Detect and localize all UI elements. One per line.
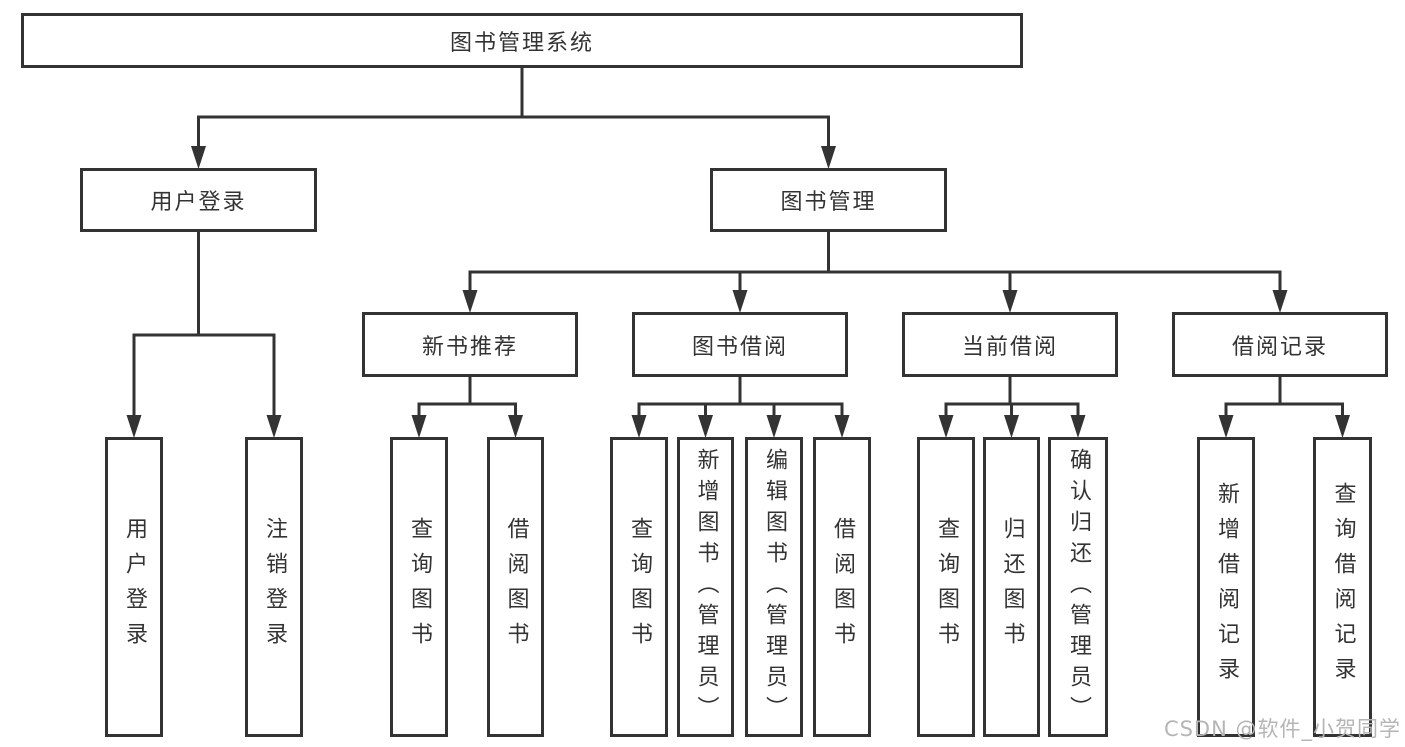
node-bb-borrow: 借阅图书 [813, 437, 871, 737]
arrowhead-icon [1218, 415, 1234, 438]
node-label: 新增借阅记录 [1214, 482, 1239, 692]
node-nbr-query: 查询图书 [390, 437, 448, 737]
node-label: 新增图书（管理员） [693, 447, 719, 727]
node-nbr-borrow: 借阅图书 [487, 437, 544, 737]
arrowhead-icon [1335, 415, 1350, 438]
node-bb-query: 查询图书 [610, 437, 668, 737]
node-label: 确认归还（管理员） [1066, 447, 1091, 727]
arrowhead-icon [1004, 415, 1019, 438]
node-label: 编辑图书（管理员） [762, 447, 787, 727]
node-leaf-user-login: 用户登录 [105, 437, 163, 737]
node-br-query: 查询借阅记录 [1313, 437, 1372, 737]
node-cb-confirm: 确认归还（管理员） [1048, 437, 1108, 737]
arrowhead-icon [126, 415, 142, 438]
node-label: 图书管理 [780, 190, 877, 215]
arrowhead-icon [1272, 290, 1288, 313]
node-label: 借阅图书 [830, 517, 855, 657]
arrowhead-icon [834, 415, 850, 438]
node-label: 查询图书 [934, 517, 959, 657]
node-label: 用户登录 [122, 517, 147, 657]
node-bb-add: 新增图书（管理员） [677, 437, 734, 737]
node-label: 查询借阅记录 [1330, 482, 1356, 692]
node-book-borrow: 图书借阅 [632, 312, 848, 377]
node-cb-return: 归还图书 [983, 437, 1040, 737]
node-user-login: 用户登录 [80, 168, 317, 232]
arrowhead-icon [698, 415, 713, 438]
arrowhead-icon [266, 415, 282, 438]
node-book-mgmt: 图书管理 [710, 168, 947, 232]
node-label: 用户登录 [150, 190, 247, 215]
arrowhead-icon [766, 415, 782, 438]
node-label: 图书管理系统 [449, 30, 594, 56]
node-label: 借阅记录 [1231, 334, 1328, 360]
node-label: 新书推荐 [421, 334, 518, 360]
arrowhead-icon [1070, 415, 1086, 438]
node-label: 当前借阅 [961, 334, 1058, 360]
node-root: 图书管理系统 [21, 13, 1023, 68]
node-leaf-logout: 注销登录 [245, 437, 303, 737]
arrowhead-icon [508, 415, 523, 438]
node-cb-query: 查询图书 [917, 437, 975, 737]
node-label: 注销登录 [262, 517, 287, 657]
arrowhead-icon [821, 146, 836, 169]
arrowhead-icon [191, 146, 206, 169]
node-label: 查询图书 [407, 517, 432, 657]
node-br-add: 新增借阅记录 [1197, 437, 1255, 737]
node-borrow-records: 借阅记录 [1172, 312, 1388, 377]
arrowhead-icon [1002, 290, 1018, 313]
node-label: 归还图书 [999, 517, 1025, 657]
watermark: CSDN @软件_小贺同学 [1163, 717, 1401, 741]
arrowhead-icon [938, 415, 954, 438]
node-label: 图书借阅 [691, 334, 788, 360]
arrowhead-icon [631, 415, 647, 438]
arrowhead-icon [732, 290, 748, 313]
node-new-book-rec: 新书推荐 [362, 312, 578, 377]
node-label: 查询图书 [627, 517, 652, 657]
arrowhead-icon [411, 415, 427, 438]
arrowhead-icon [462, 290, 478, 313]
node-bb-edit: 编辑图书（管理员） [745, 437, 803, 737]
node-label: 借阅图书 [503, 517, 529, 657]
node-current-borrow: 当前借阅 [902, 312, 1118, 377]
